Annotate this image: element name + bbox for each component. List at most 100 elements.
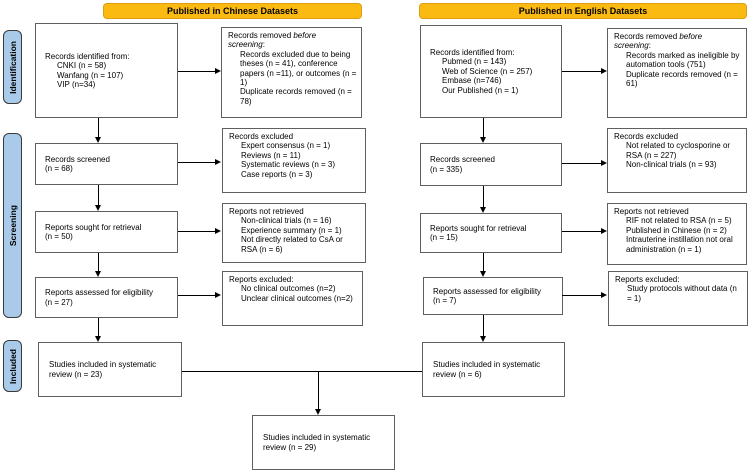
- arrow-down-icon: [479, 271, 486, 277]
- box-title-line2: screening:: [228, 40, 357, 49]
- stage-label-included-text: Included: [7, 348, 18, 384]
- box-en-reports-not-retrieved: Reports not retrieved RIF not related to…: [607, 203, 747, 265]
- title-plain: :: [262, 40, 265, 50]
- box-title: Reports not retrieved: [614, 207, 689, 216]
- stage-label-identification: Identification: [3, 30, 22, 104]
- list-item: Pubmed (n = 143): [442, 57, 507, 67]
- list-item: Systematic reviews (n = 3): [241, 160, 336, 170]
- box-text: Studies included in systematic review (n…: [433, 360, 541, 379]
- title-plain: Records removed: [228, 31, 294, 40]
- connector-merge-horizontal: [182, 371, 422, 372]
- connector-cn-sought-to-assessed: [98, 253, 99, 271]
- box-title: Records excluded: [229, 132, 294, 141]
- title-italic: screening: [228, 40, 263, 50]
- box-label: Reports sought for retrieval: [45, 222, 142, 232]
- box-title: Reports excluded:: [229, 275, 294, 284]
- box-cn-reports-assessed: Reports assessed for eligibility (n = 27…: [35, 277, 178, 318]
- connector-en-sought-to-assessed: [483, 253, 484, 271]
- box-cn-reports-not-retrieved: Reports not retrieved Non-clinical trial…: [222, 203, 366, 263]
- box-cn-records-screened: Records screened (n = 68): [35, 143, 178, 185]
- list-item: Duplicate records removed (n = 78): [240, 87, 352, 106]
- box-count: (n = 7): [433, 296, 457, 305]
- box-label: Reports assessed for eligibility: [433, 286, 542, 296]
- box-text: Studies included in systematic review (n…: [49, 360, 157, 379]
- box-cn-records-identified: Records identified from: CNKI (n = 58) W…: [35, 23, 178, 118]
- arrow-right-icon: [601, 291, 607, 298]
- title-italic: before: [293, 31, 317, 40]
- banner-chinese-datasets: Published in Chinese Datasets: [103, 3, 362, 19]
- banner-chinese-label: Published in Chinese Datasets: [166, 6, 299, 16]
- arrow-right-icon: [215, 67, 221, 74]
- list-item: Not directly related to CsA or RSA (n = …: [241, 235, 343, 254]
- box-count: (n = 68): [45, 164, 73, 173]
- box-count: (n = 335): [430, 164, 463, 174]
- stage-label-screening: Screening: [3, 133, 22, 318]
- title-italic: before: [679, 32, 703, 41]
- list-item: Reviews (n = 11): [241, 150, 301, 160]
- list-item: Experience summary (n = 1): [241, 225, 342, 235]
- box-label: Records screened: [45, 154, 110, 164]
- box-text: Studies included in systematic review (n…: [263, 433, 371, 452]
- box-label: Reports sought for retrieval: [430, 223, 527, 233]
- connector-en-screened-to-sought: [483, 186, 484, 207]
- box-cn-studies-included: Studies included in systematic review (n…: [38, 342, 182, 397]
- box-en-studies-included: Studies included in systematic review (n…: [422, 342, 565, 397]
- list-item: Study protocols without data (n = 1): [627, 284, 737, 303]
- arrow-down-icon: [94, 137, 101, 143]
- list-item: Published in Chinese (n = 2): [626, 225, 727, 235]
- stage-label-identification-text: Identification: [7, 40, 18, 94]
- list-item: Records marked as ineligible by automati…: [626, 50, 740, 70]
- list-item: Non-clinical trials (n = 16): [241, 216, 332, 226]
- box-en-reports-assessed: Reports assessed for eligibility (n = 7): [423, 277, 563, 315]
- box-label: Records screened: [430, 155, 495, 165]
- box-title: Records excluded: [614, 132, 679, 141]
- box-count: (n = 27): [45, 297, 73, 307]
- box-title: Records identified from:: [45, 51, 130, 61]
- arrow-right-icon: [215, 227, 221, 234]
- arrow-right-icon: [215, 291, 221, 298]
- list-item: Our Published (n = 1): [442, 85, 519, 95]
- box-title: Reports not retrieved: [229, 207, 304, 216]
- connector-cn-screened-to-excluded: [178, 162, 215, 163]
- list-item: Duplicate records removed (n = 61): [626, 69, 738, 89]
- connector-cn-assessed-to-excluded: [178, 295, 215, 296]
- list-item: Case reports (n = 3): [241, 169, 313, 179]
- box-title: Records removed before: [228, 31, 357, 40]
- box-label: Reports assessed for eligibility: [45, 288, 154, 298]
- box-en-reports-excluded: Reports excluded: Study protocols withou…: [608, 271, 748, 326]
- box-count: (n = 15): [430, 233, 458, 242]
- arrow-right-icon: [601, 67, 607, 74]
- connector-en-sought-to-not-retrieved: [562, 231, 601, 232]
- connector-en-identified-to-removed: [562, 71, 601, 72]
- title-plain: :: [648, 41, 651, 51]
- connector-cn-identified-to-removed: [178, 71, 215, 72]
- connector-merge-to-final: [318, 371, 319, 409]
- title-italic: screening: [614, 41, 649, 51]
- list-item: Records excluded due to being theses (n …: [240, 49, 357, 88]
- arrow-right-icon: [215, 158, 221, 165]
- stage-label-screening-text: Screening: [7, 204, 18, 247]
- connector-en-screened-to-excluded: [562, 163, 601, 164]
- box-en-records-identified: Records identified from: Pubmed (n = 143…: [420, 25, 562, 118]
- arrow-down-icon: [94, 336, 101, 342]
- box-final-studies-included: Studies included in systematic review (n…: [252, 415, 395, 470]
- arrow-down-icon: [479, 137, 486, 143]
- list-item: VIP (n=34): [57, 79, 96, 89]
- arrow-right-icon: [601, 227, 607, 234]
- list-item: Web of Science (n = 257): [442, 66, 533, 76]
- box-count: (n = 50): [45, 232, 73, 241]
- list-item: No clinical outcomes (n=2): [241, 284, 336, 294]
- list-item: Non-clinical trials (n = 93): [626, 160, 717, 170]
- list-item: RIF not related to RSA (n = 5): [626, 216, 732, 226]
- box-en-records-excluded: Records excluded Not related to cyclospo…: [607, 128, 747, 193]
- box-title: Reports excluded:: [615, 275, 680, 284]
- list-item: Intrauterine instillation not oral admin…: [626, 235, 733, 254]
- connector-cn-identified-to-screened: [98, 118, 99, 137]
- list-item: Embase (n=746): [442, 76, 502, 86]
- box-cn-records-excluded: Records excluded Expert consensus (n = 1…: [222, 128, 366, 193]
- arrow-down-icon: [479, 336, 486, 342]
- arrow-down-icon: [314, 409, 321, 415]
- box-cn-records-removed: Records removed before screening: Record…: [221, 27, 362, 118]
- box-title: Records removed before: [614, 32, 742, 41]
